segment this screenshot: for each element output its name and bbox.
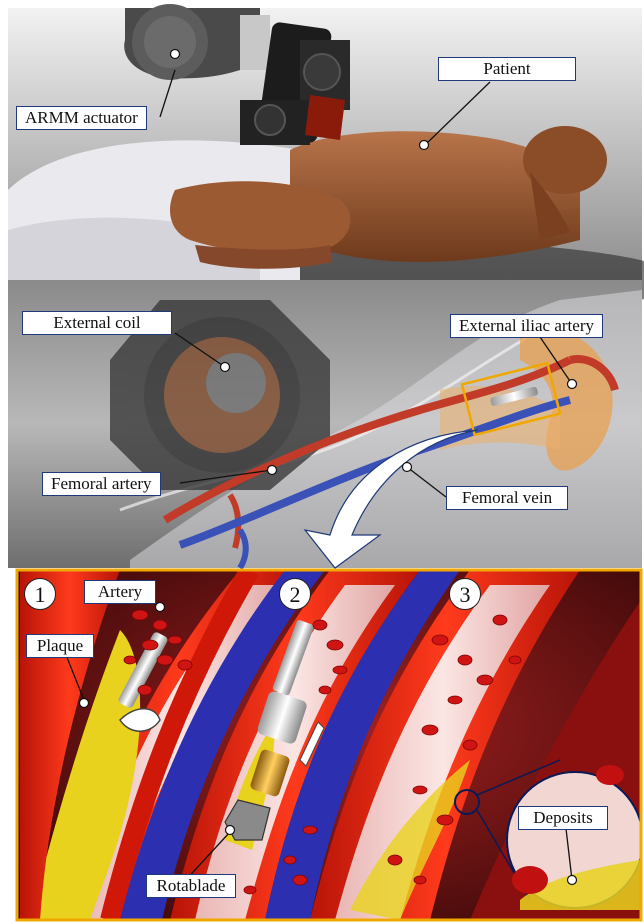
step-number-2: 2	[279, 578, 311, 610]
label-armm-actuator: ARMM actuator	[16, 106, 147, 130]
label-deposits: Deposits	[518, 806, 608, 830]
label-plaque: Plaque	[26, 634, 94, 658]
label-rotablade: Rotablade	[146, 874, 236, 898]
panel-inset	[17, 570, 643, 920]
label-external-coil: External coil	[22, 311, 172, 335]
label-femoral-vein: Femoral vein	[446, 486, 568, 510]
panel-patient	[8, 4, 644, 320]
label-patient: Patient	[438, 57, 576, 81]
label-femoral-artery: Femoral artery	[42, 472, 161, 496]
step-number-3: 3	[449, 578, 481, 610]
label-artery: Artery	[84, 580, 156, 604]
step-number-1: 1	[24, 578, 56, 610]
label-external-iliac-artery: External iliac artery	[450, 314, 603, 338]
